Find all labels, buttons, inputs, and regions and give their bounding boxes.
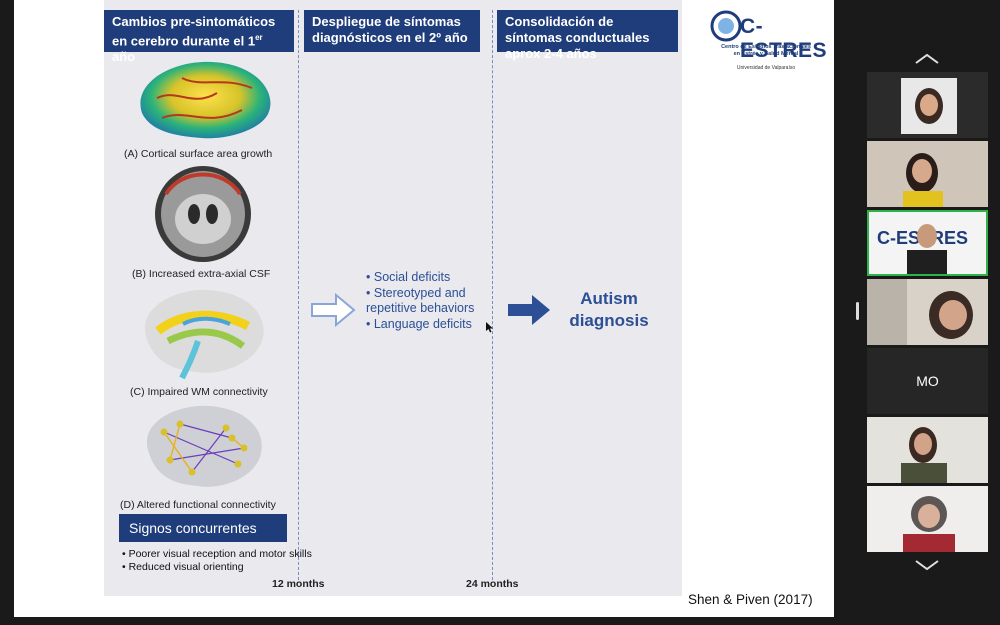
participants-sidebar: C-ESTRES MO [866,0,1000,625]
participant-initials [867,417,988,483]
participant-video-2 [867,141,988,207]
month-24-label: 24 months [466,578,519,590]
logo-subtitle-line-1: Centro de Estudios Traslacionales [721,44,811,50]
participant-initials: MO [916,373,939,389]
mri-coronal-figure [152,164,254,264]
participant-video-7 [867,486,988,552]
panel-resize-handle[interactable] [856,302,859,320]
cestres-logo: C-ESTRES Centro de Estudios Traslacional… [710,10,827,71]
participant-tile-mo[interactable]: MO [867,348,988,414]
logo-university: Universidad de Valparaíso [736,65,796,71]
logo-subtitle-line-2: en Estrés y Salud Mental [733,51,799,57]
symptom-item: Social deficits [366,270,506,286]
header-col2: Despliegue de síntomas diagnósticos en e… [304,10,480,52]
caption-a: (A) Cortical surface area growth [124,148,273,160]
participant-video-3: C-ESTRES [869,212,986,274]
timeline-divider-12m [298,10,299,580]
logo-title: C-ESTRES [740,15,828,62]
participant-video-6 [867,417,988,483]
signos-item-2: • Reduced visual orienting [122,561,244,573]
symptoms-list: Social deficits Stereotyped and repetiti… [366,270,506,332]
outline-arrow-icon [311,292,356,328]
chevron-down-icon[interactable] [914,558,940,572]
participant-tile-4[interactable] [867,279,988,345]
mouse-cursor-icon [486,322,493,333]
header-col1-text: Cambios pre-sintomáticos en cerebro dura… [112,14,276,49]
autism-diagnosis-label: Autism diagnosis [569,289,649,330]
participant-video-4 [867,279,988,345]
caption-d: (D) Altered functional connectivity [120,499,276,511]
brain-surface-figure [140,61,271,139]
participant-tile-1[interactable] [867,72,988,138]
symptom-item: Stereotyped and repetitive behaviors [366,286,506,317]
logo-subtitle: Centro de Estudios Traslacionales en Est… [710,44,822,58]
chevron-down-glyph [915,560,939,571]
header-col1-suffix: año [112,49,136,65]
brain-logo-icon [710,10,742,42]
signos-item-1: • Poorer visual reception and motor skil… [122,548,312,560]
header-col1: Cambios pre-sintomáticos en cerebro dura… [104,10,294,64]
participant-initials [869,212,986,274]
header-col3: Consolidación de síntomas conductuales a… [497,10,678,61]
month-12-label: 12 months [272,578,325,590]
caption-c: (C) Impaired WM connectivity [130,386,268,398]
participant-initials [867,486,988,552]
participant-initials [867,141,988,207]
signos-concurrentes-box: Signos concurrentes [119,514,287,542]
participant-tile-7[interactable] [867,486,988,552]
participant-video-1 [867,72,988,138]
chevron-up-icon[interactable] [914,52,940,66]
citation: Shen & Piven (2017) [688,592,813,607]
participant-tile-2[interactable] [867,141,988,207]
chevron-up-glyph [915,53,939,64]
wm-connectivity-figure [144,289,264,380]
participant-tile-3-active[interactable]: C-ESTRES [867,210,988,276]
solid-arrow-icon [508,295,550,325]
symptom-item: Language deficits [366,317,506,333]
caption-b: (B) Increased extra-axial CSF [132,268,271,280]
participant-initials [867,279,988,345]
header-col1-sup: er [255,33,263,42]
participant-initials [867,72,988,138]
participant-tile-6[interactable] [867,417,988,483]
functional-connectivity-figure [146,405,262,487]
shared-slide: Cambios pre-sintomáticos en cerebro dura… [14,0,834,617]
